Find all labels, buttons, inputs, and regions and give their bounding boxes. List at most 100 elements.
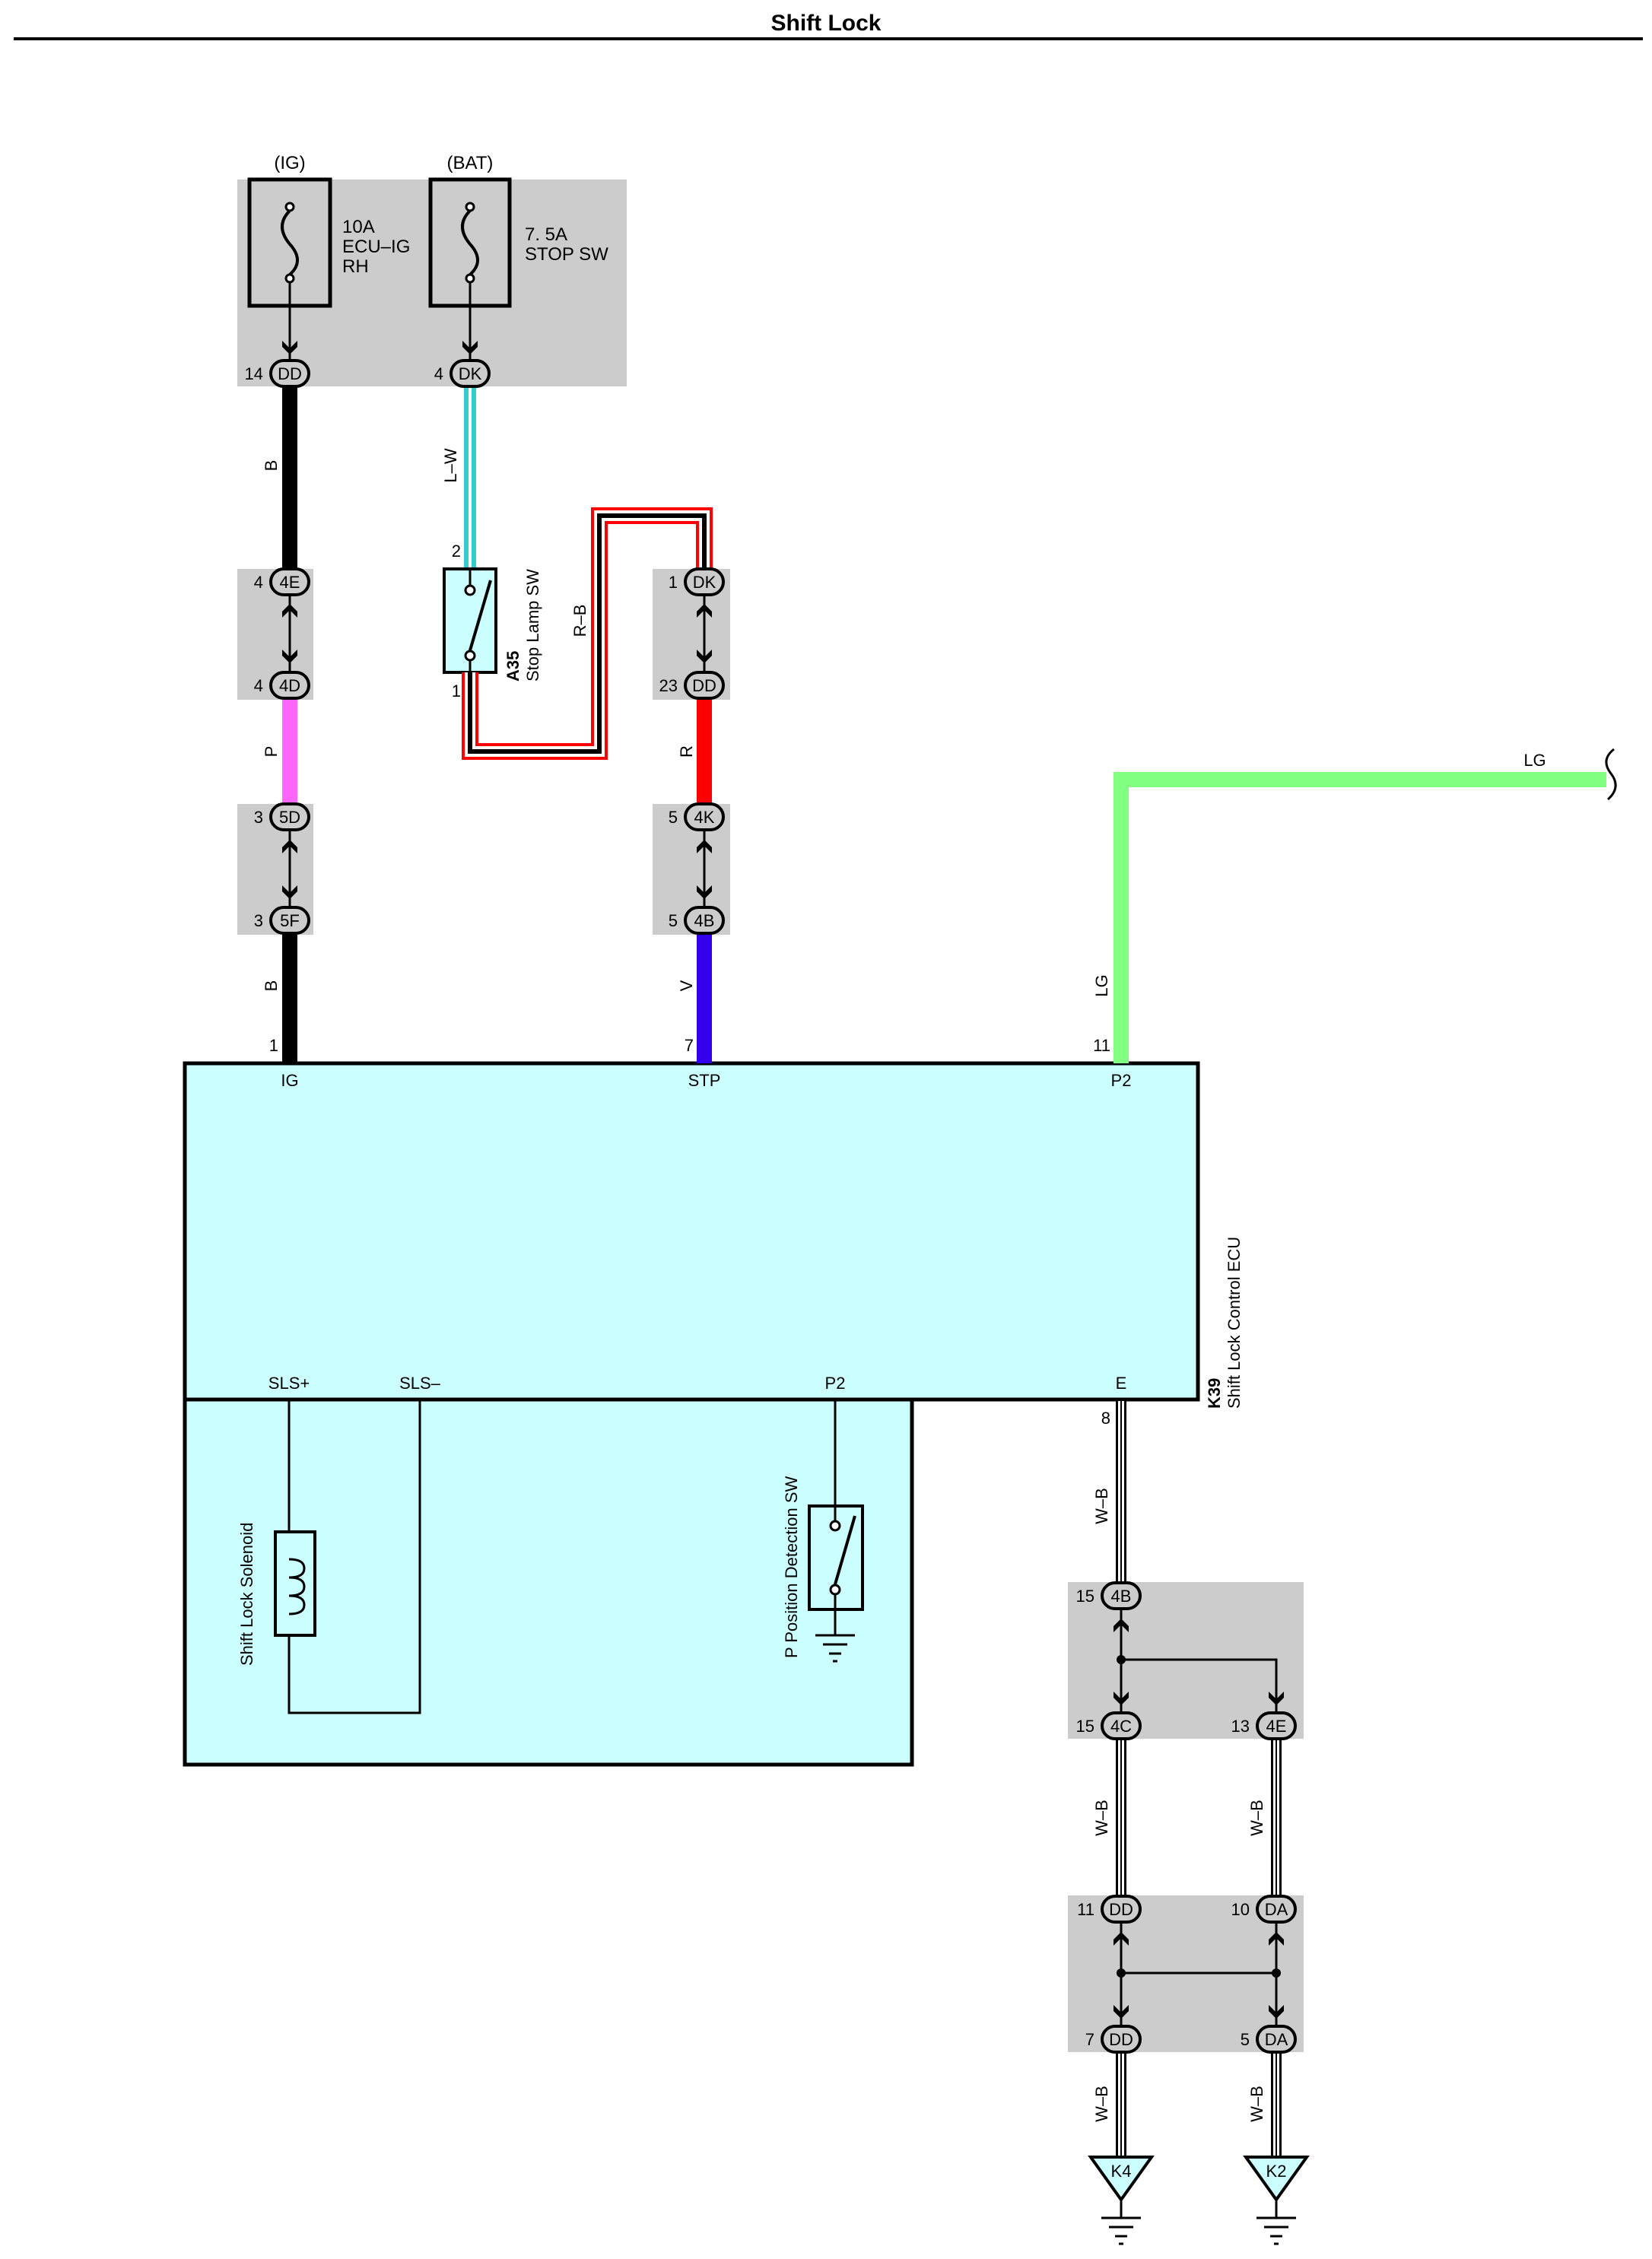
svg-text:15: 15 <box>1076 1587 1094 1606</box>
wire-label-p: P <box>262 746 281 758</box>
p-position-switch <box>808 1504 864 1635</box>
wire-label-wb-2: W–B <box>1092 1800 1111 1836</box>
stop-lamp-code: A35 <box>504 651 523 682</box>
ecu-pin-stp-name: STP <box>688 1071 721 1090</box>
svg-text:13: 13 <box>1231 1717 1250 1736</box>
svg-text:DK: DK <box>459 364 482 383</box>
svg-text:4C: 4C <box>1110 1717 1132 1736</box>
svg-text:15: 15 <box>1076 1717 1094 1736</box>
svg-text:DA: DA <box>1265 2030 1288 2049</box>
wire-label-wb-3: W–B <box>1247 1800 1266 1836</box>
fuse-bat-rating: 7. 5A <box>525 224 567 245</box>
connector-dk-1: DK 1 <box>669 567 725 596</box>
svg-text:4B: 4B <box>1111 1587 1132 1606</box>
wire-label-lg-horizontal: LG <box>1523 751 1546 770</box>
connector-4d-4: 4D 4 <box>254 671 310 700</box>
solenoid-label: Shift Lock Solenoid <box>237 1523 256 1666</box>
stop-lamp-pin-bottom: 1 <box>452 682 461 701</box>
ecu-name: Shift Lock Control ECU <box>1225 1237 1244 1409</box>
svg-text:5D: 5D <box>279 808 300 827</box>
wire-label-lw: L–W <box>441 448 460 482</box>
svg-text:4B: 4B <box>694 911 715 930</box>
wire-label-b-upper: B <box>262 460 281 472</box>
svg-text:DD: DD <box>1109 2030 1133 2049</box>
svg-text:K2: K2 <box>1266 2162 1287 2181</box>
svg-text:DD: DD <box>278 364 302 383</box>
ecu-code: K39 <box>1205 1378 1224 1409</box>
wire-label-r: R <box>677 745 696 758</box>
connector-dd-7: DD 7 <box>1085 2025 1142 2054</box>
p-position-sw-label: P Position Detection SW <box>782 1476 801 1658</box>
connector-da-10: DA 10 <box>1231 1895 1297 1924</box>
svg-text:5: 5 <box>669 808 678 827</box>
connector-dd-23: DD 23 <box>659 671 725 700</box>
svg-text:4: 4 <box>434 364 443 383</box>
svg-text:5F: 5F <box>280 911 300 930</box>
connector-dd-11: DD 11 <box>1077 1895 1142 1924</box>
ground-icon <box>815 1634 855 1663</box>
svg-text:5: 5 <box>669 911 678 930</box>
ecu-pin-sls-minus: SLS– <box>399 1374 441 1393</box>
svg-text:DK: DK <box>693 573 716 592</box>
svg-text:14: 14 <box>245 364 263 383</box>
svg-text:DD: DD <box>1109 1900 1133 1919</box>
svg-text:4K: 4K <box>694 808 715 827</box>
ecu-pin-p2-bottom: P2 <box>825 1374 846 1393</box>
fuse-ig-name-1: ECU–IG <box>342 237 410 257</box>
connector-5d-3: 5D 3 <box>254 802 310 831</box>
svg-text:4: 4 <box>254 573 263 592</box>
ecu-pin-e-num: 8 <box>1101 1409 1110 1428</box>
ecu-pin-sls-plus: SLS+ <box>268 1374 310 1393</box>
svg-text:4: 4 <box>254 676 263 695</box>
wire-label-v: V <box>677 980 696 991</box>
wire-lg <box>1114 772 1606 1063</box>
connector-4e-13: 4E 13 <box>1231 1711 1297 1740</box>
connector-4e-4: 4E 4 <box>254 567 310 596</box>
svg-text:7: 7 <box>1085 2030 1094 2049</box>
connector-dd-14: DD 14 <box>245 359 310 388</box>
ecu-box <box>183 1061 1200 1402</box>
svg-text:23: 23 <box>659 676 678 695</box>
wire-label-wb-1: W–B <box>1092 1488 1111 1524</box>
connector-5f-3: 5F 3 <box>254 906 310 935</box>
ground-k2: K2 <box>1243 2156 1310 2245</box>
wire-label-wb-5: W–B <box>1247 2086 1266 2122</box>
svg-text:DD: DD <box>692 676 716 695</box>
fuse-ig-source: (IG) <box>274 153 305 173</box>
wire-label-lg-vertical: LG <box>1092 974 1111 996</box>
fuse-bat-name: STOP SW <box>525 244 608 265</box>
svg-text:K4: K4 <box>1111 2162 1132 2181</box>
fuse-stop-sw <box>428 177 512 308</box>
ecu-pin-ig-num: 1 <box>269 1036 278 1055</box>
svg-text:3: 3 <box>254 911 263 930</box>
connector-dk-4: DK 4 <box>434 359 491 388</box>
fuse-ig-name-2: RH <box>342 256 369 277</box>
connector-da-5: DA 5 <box>1241 2025 1297 2054</box>
fuse-ecu-ig-rh <box>247 177 332 308</box>
svg-text:4E: 4E <box>280 573 300 592</box>
connector-4b-5: 4B 5 <box>669 906 725 935</box>
stop-lamp-name: Stop Lamp SW <box>523 569 542 682</box>
ecu-pin-p2-name: P2 <box>1111 1071 1132 1090</box>
svg-text:1: 1 <box>669 573 678 592</box>
svg-text:11: 11 <box>1077 1900 1094 1919</box>
wire-label-wb-4: W–B <box>1092 2086 1111 2122</box>
shift-lock-solenoid <box>274 1530 316 1637</box>
svg-text:3: 3 <box>254 808 263 827</box>
page-title: Shift Lock <box>770 11 881 36</box>
ecu-pin-ig-name: IG <box>281 1071 298 1090</box>
svg-text:4E: 4E <box>1266 1717 1287 1736</box>
svg-text:10: 10 <box>1231 1900 1250 1919</box>
connector-4b-15: 4B 15 <box>1076 1581 1142 1610</box>
ecu-pin-stp-num: 7 <box>685 1036 694 1055</box>
stop-lamp-pin-top: 2 <box>452 542 461 561</box>
ground-k4: K4 <box>1088 2156 1155 2245</box>
ecu-pin-e-name: E <box>1116 1374 1127 1393</box>
fuse-bat-source: (BAT) <box>447 153 494 173</box>
wire-label-rb: R–B <box>570 605 589 637</box>
connector-4k-5: 4K 5 <box>669 802 725 831</box>
wire-label-b-lower: B <box>262 980 281 992</box>
svg-text:DA: DA <box>1265 1900 1288 1919</box>
svg-text:5: 5 <box>1241 2030 1250 2049</box>
